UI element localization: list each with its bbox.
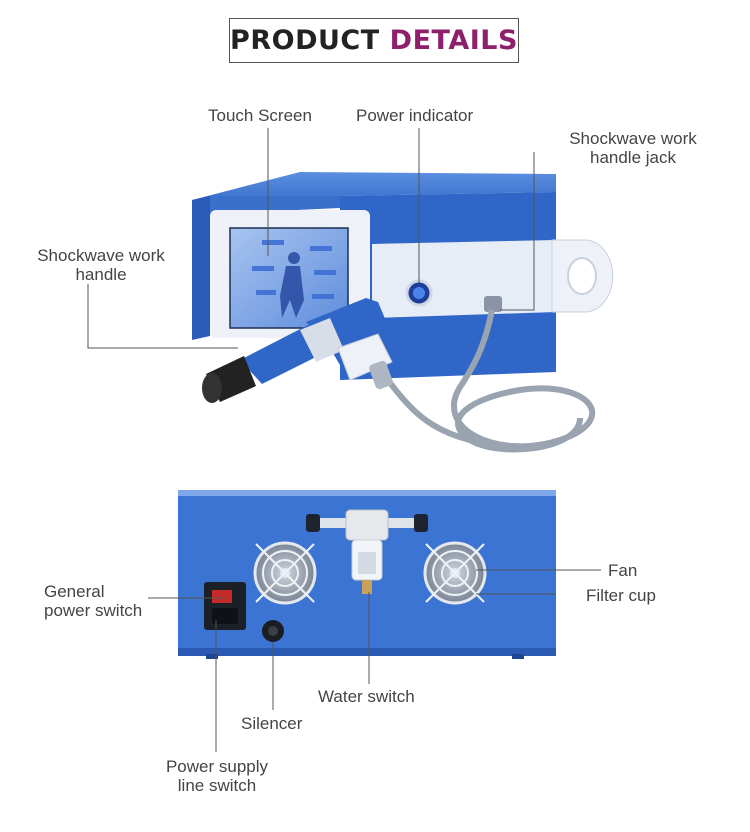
label-water-switch: Water switch — [318, 687, 415, 706]
label-fan: Fan — [608, 561, 638, 580]
label-general-power: General power switch — [44, 582, 142, 620]
label-handle-jack: Shockwave work handle jack — [560, 129, 706, 167]
label-handle-jack-line1: Shockwave work — [569, 129, 697, 148]
main-unit — [192, 172, 614, 453]
label-handle-jack-line2: handle jack — [589, 148, 676, 167]
title-box: PRODUCT DETAILS — [229, 18, 519, 63]
label-filter-cup: Filter cup — [586, 586, 656, 605]
label-power-supply: Power supply line switch — [160, 757, 274, 795]
label-handle-line1: Shockwave work — [37, 246, 165, 265]
label-general-power-line1: General — [44, 582, 105, 601]
label-shockwave-handle: Shockwave work handle — [30, 246, 172, 284]
filter-cup — [306, 509, 428, 594]
shockwave-handle — [202, 298, 394, 403]
label-power-supply-line2: line switch — [177, 776, 257, 795]
label-silencer: Silencer — [241, 714, 303, 733]
fan-left — [253, 541, 317, 605]
rear-unit — [178, 490, 556, 659]
label-handle-line2: handle — [75, 265, 127, 284]
fan-right — [423, 541, 487, 605]
leader-lines — [87, 128, 601, 752]
power-socket — [204, 582, 246, 630]
title-part1: PRODUCT — [230, 25, 380, 56]
label-touch-screen: Touch Screen — [208, 106, 312, 125]
label-power-supply-line1: Power supply — [165, 757, 269, 776]
title-part2: DETAILS — [389, 25, 518, 56]
label-power-indicator: Power indicator — [356, 106, 474, 125]
label-general-power-line2: power switch — [44, 601, 143, 620]
